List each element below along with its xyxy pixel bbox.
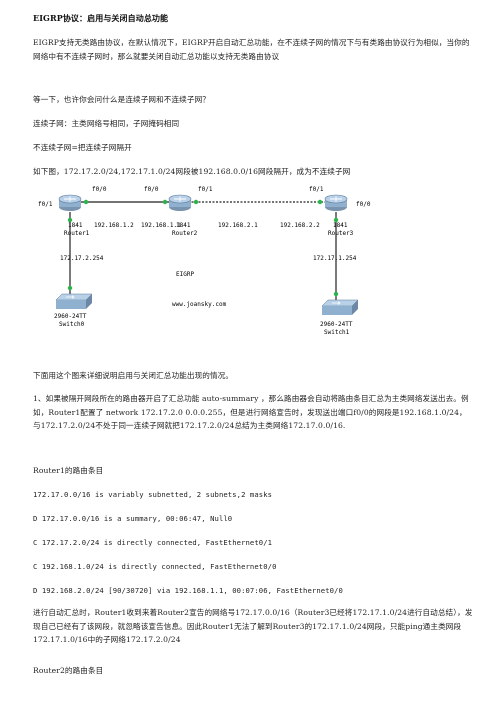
sw1-model-label: 2960-24TT xyxy=(320,321,353,328)
r1-if-left-label: f0/1 xyxy=(38,201,53,208)
router1-icon[interactable] xyxy=(58,194,82,211)
r3-if-right-label: f0/0 xyxy=(356,201,371,208)
switch1-icon[interactable] xyxy=(321,299,359,315)
network-diagram: f0/0 f0/1 1841 Router1 192.168.1.2 172.1… xyxy=(38,186,371,336)
r1-ip-right-label: 192.168.1.2 xyxy=(94,222,134,229)
switch0-icon[interactable] xyxy=(55,293,93,309)
r3-name-label: Router3 xyxy=(328,230,354,237)
r1-name-label: Router1 xyxy=(64,230,90,237)
discontiguous-definition: 不连续子网=把连续子网隔开 xyxy=(33,143,132,152)
site-label: www.joansky.com xyxy=(172,301,227,308)
router2-icon[interactable] xyxy=(168,194,192,211)
page-title: EIGRP协议：启用与关闭自动总功能 xyxy=(33,13,169,23)
r3-model-label: 1841 xyxy=(333,222,348,229)
route-line: D 172.17.0.0/16 is a summary, 00:06:47, … xyxy=(33,514,233,523)
contiguous-definition: 连续子网：主类网络号相同，子网掩码相同 xyxy=(33,119,180,128)
figure-caption: 如下图，172.17.2.0/24,172.17.1.0/24网段被192.16… xyxy=(33,167,351,176)
r2-ip-right-label: 192.168.2.1 xyxy=(218,222,258,229)
eigrp-label: EIGRP xyxy=(176,271,194,278)
intro-paragraph: EIGRP支持无类路由协议，在默认情况下，EIGRP开启自动汇总功能，在不连续子… xyxy=(33,38,470,61)
auto-summary-paragraph: 1、如果被隔开网段所在的路由器开启了汇总功能 auto-summary ，那么路… xyxy=(33,394,469,430)
sw0-model-label: 2960-24TT xyxy=(54,313,87,320)
sw0-name-label: Switch0 xyxy=(59,321,85,328)
r3-if-top-label: f0/1 xyxy=(309,186,324,193)
r2-model-label: 1841 xyxy=(176,222,191,229)
r2-if-right-label: f0/1 xyxy=(198,186,213,193)
sw1-name-label: Switch1 xyxy=(324,329,350,336)
r3-ip-left-label: 192.168.2.2 xyxy=(280,222,320,229)
r2-ip-left-label: 192.168.1.1 xyxy=(141,222,181,229)
router3-icon[interactable] xyxy=(324,194,348,211)
explanation-intro: 下面用这个图来详细说明启用与关闭汇总功能出现的情况。 xyxy=(33,371,234,380)
r3-ip-down-label: 172.17.1.254 xyxy=(313,255,357,262)
question-paragraph: 等一下，也许你会问什么是连续子网和不连续子网？ xyxy=(33,95,210,104)
route-line: C 172.17.2.0/24 is directly connected, F… xyxy=(33,538,273,547)
summary-effect-paragraph: 进行自动汇总时，Router1收到来着Router2宣告的网络号172.17.0… xyxy=(33,608,473,644)
router2-table-title: Router2的路由条目 xyxy=(33,666,104,675)
route-line: C 192.168.1.0/24 is directly connected, … xyxy=(33,562,277,571)
r1-ip-down-label: 172.17.2.254 xyxy=(60,255,104,262)
route-line: D 192.168.2.0/24 [90/30720] via 192.168.… xyxy=(33,586,343,595)
router1-table-title: Router1的路由条目 xyxy=(33,466,104,475)
r1-if-top-label: f0/0 xyxy=(92,186,107,193)
r2-name-label: Router2 xyxy=(172,230,198,237)
r1-model-label: 1841 xyxy=(68,222,83,229)
r2-if-left-label: f0/0 xyxy=(144,186,159,193)
route-line: 172.17.0.0/16 is variably subnetted, 2 s… xyxy=(33,490,273,499)
